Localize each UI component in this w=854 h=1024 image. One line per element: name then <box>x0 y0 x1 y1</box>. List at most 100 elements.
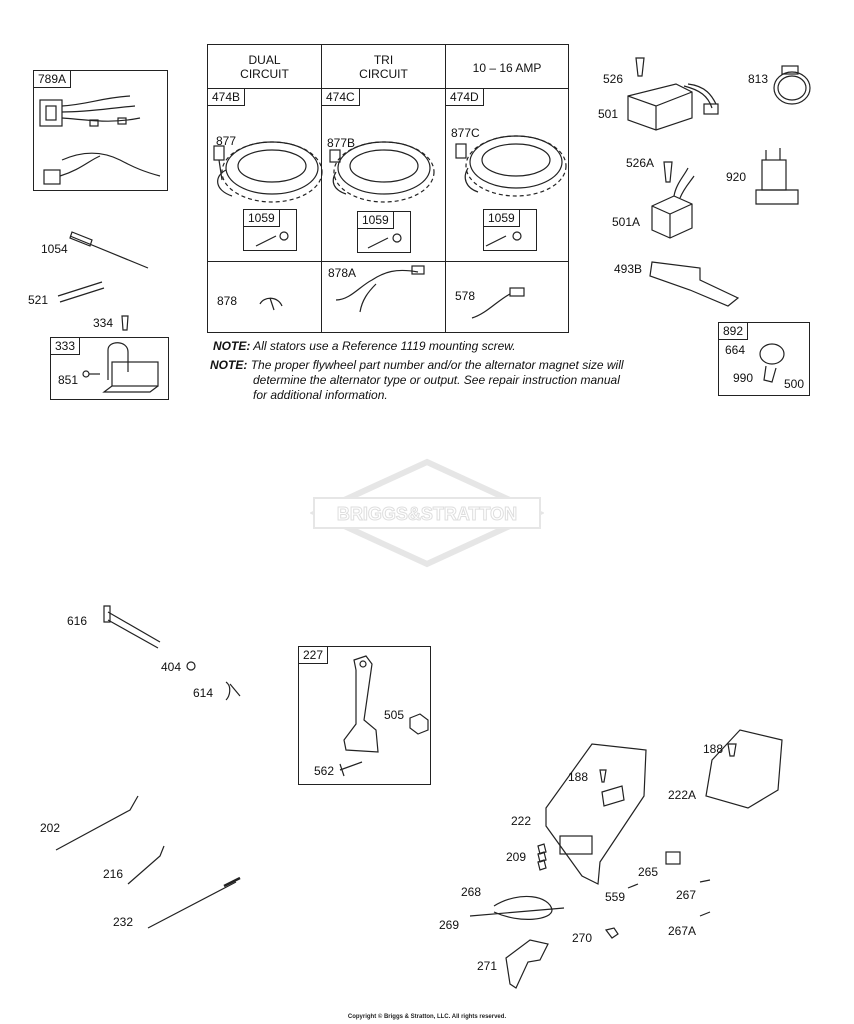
label-270: 270 <box>572 931 593 945</box>
lever-227-drawing <box>339 655 429 777</box>
label-271: 271 <box>477 959 498 973</box>
label-216: 216 <box>103 867 124 881</box>
nut-270-drawing <box>604 927 619 939</box>
washer-404-drawing <box>186 661 196 671</box>
label-232: 232 <box>113 915 134 929</box>
box-227: 227 <box>298 646 431 785</box>
label-664: 664 <box>725 343 746 357</box>
lead-878-drawing <box>259 297 283 307</box>
label-404: 404 <box>161 660 182 674</box>
label-500: 500 <box>784 377 805 391</box>
note-2-line-2: determine the alternator type or output.… <box>253 373 620 387</box>
label-559: 559 <box>605 890 626 904</box>
note-2-line-1: The proper flywheel part number and/or t… <box>250 358 624 372</box>
tag-227: 227 <box>299 647 329 664</box>
label-209: 209 <box>506 850 527 864</box>
bracket-222a-drawing <box>705 729 783 809</box>
tag-1059-b: 1059 <box>244 210 280 227</box>
shaft-616-drawing <box>103 605 161 649</box>
screw-334-drawing <box>121 315 129 331</box>
lead-578-drawing <box>471 293 511 319</box>
stator-d-drawing <box>455 135 567 197</box>
note-2-line-3: for additional information. <box>253 388 388 402</box>
wire-harness-drawing <box>39 95 161 185</box>
clip-265-drawing <box>665 851 681 865</box>
tag-474d: 474D <box>446 89 484 106</box>
note-2-line-3-wrap: for additional information. <box>253 388 388 403</box>
svg-text:BRIGGS&STRATTON: BRIGGS&STRATTON <box>337 504 517 524</box>
link-202-drawing <box>55 795 139 851</box>
subbox-1059-c: 1059 <box>357 211 411 253</box>
label-493b: 493B <box>614 262 643 276</box>
label-851: 851 <box>58 373 79 387</box>
label-920: 920 <box>726 170 747 184</box>
label-614: 614 <box>193 686 214 700</box>
label-526: 526 <box>603 72 624 86</box>
header-tri-circuit: TRI CIRCUIT <box>359 53 408 81</box>
label-188-left: 188 <box>568 770 589 784</box>
box-789a: 789A <box>33 70 168 191</box>
stator-table: DUAL CIRCUIT TRI CIRCUIT 10 – 16 AMP 474… <box>207 44 569 333</box>
screw-1059-drawings <box>255 231 522 249</box>
tag-474c: 474C <box>322 89 360 106</box>
label-877b: 877B <box>327 136 356 150</box>
control-bracket-222-drawing <box>545 743 647 885</box>
sleeve-drawing <box>57 281 105 303</box>
cable-269-drawing <box>469 907 565 917</box>
tag-789a: 789A <box>34 71 72 88</box>
tag-474b: 474B <box>208 89 246 106</box>
label-878a: 878A <box>328 266 357 280</box>
armature-drawing <box>82 342 159 393</box>
label-268: 268 <box>461 885 482 899</box>
clamp-813-drawing <box>773 65 811 105</box>
label-269: 269 <box>439 918 460 932</box>
label-877: 877 <box>216 134 237 148</box>
briggs-stratton-watermark: BRIGGS&STRATTON <box>310 458 544 568</box>
cable-268-drawing <box>493 895 553 920</box>
label-222a: 222A <box>668 788 697 802</box>
box-333: 333 <box>50 337 169 400</box>
header-dual-circuit: DUAL CIRCUIT <box>240 53 289 81</box>
note-2: NOTE: The proper flywheel part number an… <box>210 358 624 373</box>
tag-1059-c: 1059 <box>358 212 394 229</box>
header-10-16-amp: 10 – 16 AMP <box>472 61 542 75</box>
tag-1059-d: 1059 <box>484 210 520 227</box>
label-813: 813 <box>748 72 769 86</box>
note-2-label: NOTE: <box>210 358 248 372</box>
link-216-drawing <box>127 845 165 885</box>
label-562: 562 <box>314 764 335 778</box>
pin-614-drawing <box>225 681 241 701</box>
box-892: 892 <box>718 322 810 396</box>
copyright-notice: Copyright © Briggs & Stratton, LLC. All … <box>347 1014 507 1020</box>
bracket-493b-drawing <box>649 261 740 307</box>
screw-526-drawing <box>635 57 645 77</box>
screw-188-drawing <box>599 769 607 783</box>
label-267a: 267A <box>668 924 697 938</box>
label-877c: 877C <box>451 126 480 140</box>
spring-209-drawing <box>537 843 547 871</box>
label-1054: 1054 <box>41 242 68 256</box>
stator-b-drawing <box>213 141 323 203</box>
label-578: 578 <box>455 289 476 303</box>
label-188-right: 188 <box>703 742 724 756</box>
screw-526a-drawing <box>663 161 673 183</box>
subbox-1059-b: 1059 <box>243 209 297 251</box>
lead-878a-drawing <box>335 269 419 301</box>
label-501: 501 <box>598 107 619 121</box>
note-1: NOTE: All stators use a Reference 1119 m… <box>213 339 516 354</box>
label-505: 505 <box>384 708 405 722</box>
regulator-501a-drawing <box>651 167 695 239</box>
lever-271-drawing <box>505 939 549 989</box>
label-222: 222 <box>511 814 532 828</box>
label-521: 521 <box>28 293 49 307</box>
label-267: 267 <box>676 888 697 902</box>
label-265: 265 <box>638 865 659 879</box>
tag-333: 333 <box>51 338 81 355</box>
subbox-1059-d: 1059 <box>483 209 537 251</box>
solenoid-920-drawing <box>755 148 799 205</box>
label-501a: 501A <box>612 215 641 229</box>
label-990: 990 <box>733 371 754 385</box>
tag-892: 892 <box>719 323 749 340</box>
label-202: 202 <box>40 821 61 835</box>
